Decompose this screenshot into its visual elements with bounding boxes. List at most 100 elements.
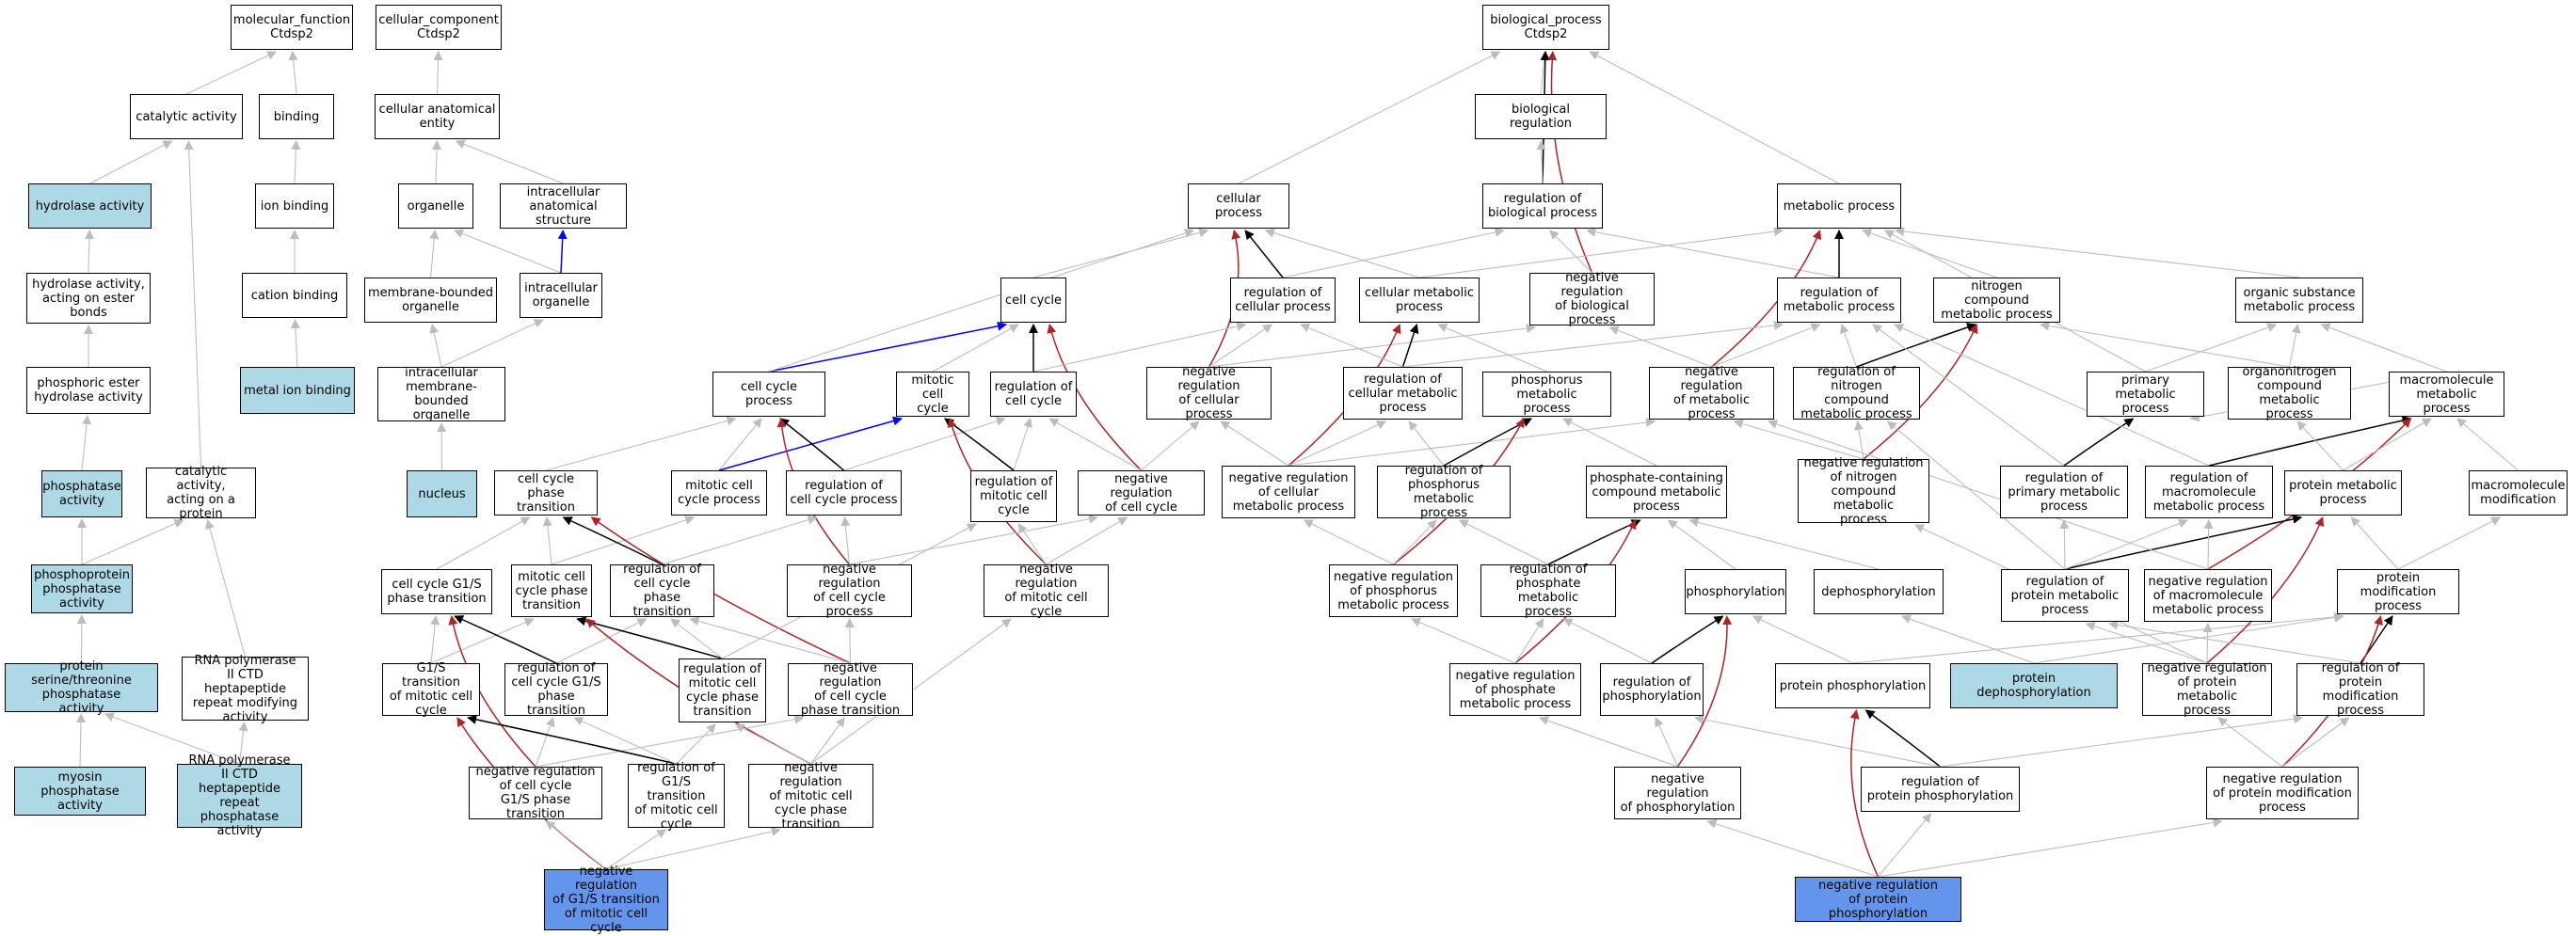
- go-term-regprim: regulation of primary metabolic process: [2000, 466, 2128, 518]
- edge-regprim-to-primmetab: [2063, 418, 2135, 467]
- edge-macromet-to-orgsub: [2320, 323, 2447, 373]
- go-term-binding: binding: [259, 94, 334, 139]
- edge-negregmitcc-to-negregcc: [1046, 516, 1128, 565]
- edge-rnapolphos-to-rnapol: [238, 722, 248, 765]
- edge-negregcellmetab-to-regcellmetab: [1288, 420, 1387, 467]
- go-term-regcc: regulation of cell cycle: [990, 372, 1077, 417]
- go-term-mitcc: mitotic cell cycle: [896, 372, 969, 417]
- edge-imbo-to-intorg: [440, 319, 544, 368]
- edge-regprotmetab-to-regnitro: [1886, 420, 2066, 570]
- edge-regmetab-to-regbio: [1586, 227, 1840, 278]
- go-term-regcellmetab: regulation of cellular metabolic process: [1343, 367, 1463, 420]
- go-term-catprot: catalytic activity, acting on a protein: [146, 465, 256, 521]
- edge-regprotphos-to-regphosphoryl: [1693, 714, 1941, 768]
- edge-regnitro-to-nitro: [1856, 323, 1977, 368]
- go-term-negregmitccpt: negative regulation of mitotic cell cycl…: [748, 761, 873, 832]
- go-term-negregmacro: negative regulation of macromolecule met…: [2144, 569, 2272, 622]
- edge-regg1smit-to-regmitccpt: [676, 723, 716, 765]
- go-term-g1smit: G1/S transition of mitotic cell cycle: [382, 661, 480, 718]
- go-term-negregcc: negative regulation of cell cycle: [1078, 470, 1205, 516]
- go-term-organelle: organelle: [398, 183, 473, 229]
- go-term-mitccp: mitotic cell cycle process: [671, 470, 767, 516]
- edge-cae-to-cc: [433, 51, 443, 95]
- edge-negregccpt-to-regccpt: [689, 616, 851, 664]
- go-term-negregcellproc: negative regulation of cellular process: [1146, 365, 1272, 421]
- edge-protmetab-to-macromet: [2343, 418, 2432, 471]
- edge-cellmetab-to-cellproc: [1264, 228, 1420, 278]
- go-term-g1s: cell cycle G1/S phase transition: [381, 569, 492, 614]
- edge-negregcellproc-to-regcellproc: [1208, 324, 1273, 368]
- edge-negregprotmetab-to-regprotmetab: [2085, 622, 2208, 664]
- edge-mitcc-to-cellcycle: [932, 324, 1019, 373]
- edge-myosin-to-pst: [76, 713, 87, 768]
- go-term-regccpt: regulation of cell cycle phase transitio…: [610, 563, 714, 619]
- edge-protmetab-to-orgnitro: [2296, 420, 2344, 471]
- go-term-phosmetab: phosphorus metabolic process: [1482, 372, 1611, 417]
- edge-intorg-to-organelle: [454, 229, 562, 274]
- edge-orgsub-to-metab: [1895, 227, 2300, 278]
- edge-q2-to-negregprotmod: [1878, 817, 2223, 878]
- edge-negregphosmetab-to-negregcellmetab: [1303, 519, 1394, 565]
- edge-phosphoprot-to-catprot: [81, 519, 184, 565]
- edge-cellproc-to-bp: [1238, 51, 1501, 184]
- go-term-regcellproc: regulation of cellular process: [1230, 278, 1336, 323]
- go-term-catact: catalytic activity: [130, 94, 243, 139]
- edge-regg1smit-to-g1smit: [467, 714, 677, 765]
- go-term-nitro: nitrogen compound metabolic process: [1933, 278, 2060, 323]
- edge-negregbio-to-regbio: [1549, 230, 1592, 274]
- go-term-macromod: macromolecule modification: [2469, 470, 2568, 516]
- edge-negregcc-to-negregcellproc: [1141, 420, 1200, 471]
- edge-negregccp-to-negregcc: [849, 514, 1098, 565]
- go-term-hydro: hydrolase activity: [28, 183, 152, 229]
- go-term-metab: metabolic process: [1777, 183, 1901, 229]
- go-term-negregccp: negative regulation of cell cycle proces…: [787, 563, 912, 619]
- edge-regphosphoryl-to-regphosphate: [1562, 618, 1653, 664]
- edge-regprotphos-to-protphos: [1864, 709, 1941, 768]
- edge-ccpt-to-ccp: [545, 416, 737, 471]
- go-term-cae: cellular anatomical entity: [375, 94, 500, 139]
- edge-regccp-to-ccp: [779, 418, 844, 471]
- edge-regcc-to-regcellproc: [1032, 322, 1247, 373]
- edge-ias-to-cae: [455, 139, 564, 184]
- go-term-cellcycle: cell cycle: [1000, 278, 1066, 323]
- edge-q2-to-regprotphos: [1878, 813, 1932, 878]
- edge-metab-to-bp: [1589, 51, 1840, 184]
- edge-negregphosphoryl-to-negregphosphate: [1538, 716, 1678, 768]
- edge-catact-to-mf: [185, 51, 278, 95]
- edge-regphosphate-to-regphosmetab: [1458, 519, 1549, 565]
- edge-g1smit-to-g1s: [430, 615, 440, 664]
- edge-regprotmod-to-regprotmetab: [2108, 620, 2361, 664]
- edge-negregcellmetab-to-negregcellproc: [1220, 420, 1289, 467]
- go-term-regphosmetab: regulation of phosphorus metabolic proce…: [1377, 464, 1511, 520]
- edge-nitro-to-metab: [1862, 229, 1997, 278]
- edge-protdephos-to-protmod: [2033, 612, 2344, 664]
- go-term-regprotmod: regulation of protein modification proce…: [2296, 661, 2424, 718]
- go-term-nucleus: nucleus: [407, 470, 477, 517]
- edge-cellmetab-to-metab: [1418, 227, 1784, 278]
- edge-regmacro-to-regmetab: [1894, 324, 2210, 467]
- go-term-negregccg1s: negative regulation of cell cycle G1/S p…: [469, 765, 602, 821]
- edge-catprot-to-catact: [184, 140, 202, 468]
- go-term-regccp: regulation of cell cycle process: [786, 470, 902, 516]
- edge-macromod-to-macromet: [2456, 418, 2519, 471]
- go-term-phosphatase: phosphatase activity: [41, 470, 122, 517]
- edge-regnitro-to-regmetab: [1840, 324, 1858, 368]
- edge-imbo-to-mbo: [429, 324, 442, 368]
- edge-ccp-to-cellproc: [768, 229, 1194, 373]
- go-term-intorg: intracellular organelle: [520, 273, 602, 318]
- edge-regphosmetab-to-regcellmetab: [1408, 420, 1445, 467]
- edge-regcellproc-to-regbio: [1282, 227, 1505, 278]
- edge-rnapolphos-to-pst: [104, 712, 240, 765]
- go-term-pst: protein serine/threonine phosphatase act…: [5, 659, 158, 716]
- go-term-orgsub: organic substance metabolic process: [2235, 278, 2363, 323]
- edge-regmitccpt-to-mitccpt: [576, 616, 723, 659]
- edge-protmod-to-protmetab: [2350, 516, 2399, 570]
- edge-hydroester-to-hydro: [85, 230, 95, 274]
- edge-negregphosmetab-to-regphosmetab: [1393, 519, 1437, 565]
- edge-negregnitro-to-negregmetab: [1733, 419, 1864, 460]
- go-term-negregphosmetab: negative regulation of phosphorus metabo…: [1329, 564, 1458, 617]
- go-term-q1: negative regulation of G1/S transition o…: [544, 865, 668, 935]
- go-term-negregphosphoryl: negative regulation of phosphorylation: [1614, 767, 1741, 819]
- edge-phosmetab-to-cellmetab: [1437, 323, 1547, 373]
- go-term-rnapol: RNA polymerase II CTD heptapeptide repea…: [182, 654, 309, 724]
